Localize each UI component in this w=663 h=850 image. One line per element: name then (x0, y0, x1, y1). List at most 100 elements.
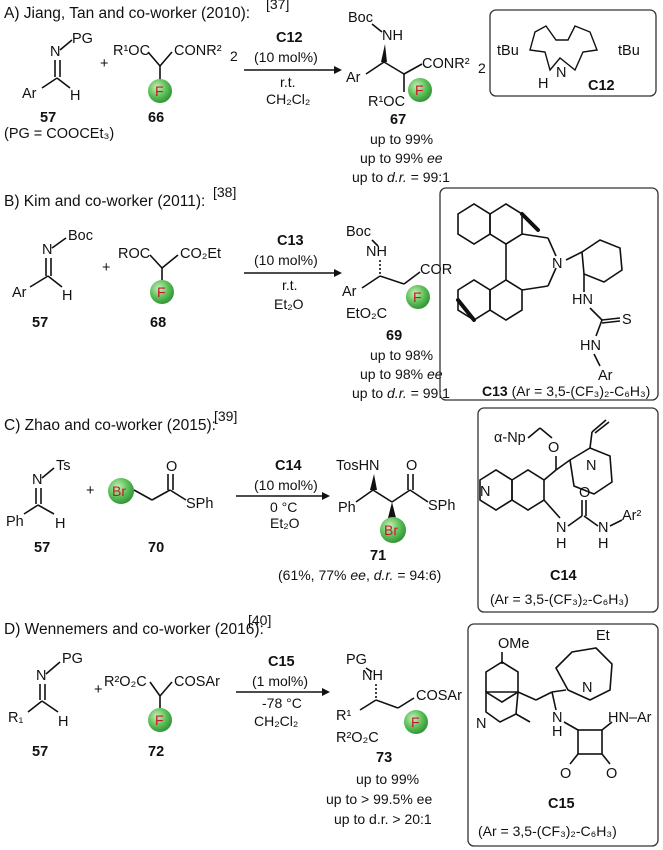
section-c: C) Zhao and co-worker (2015): [39] Ts N … (4, 407, 659, 613)
prod-sub: 2 (478, 60, 486, 76)
reagent-d-f: F (155, 712, 164, 728)
imine-b-boc: Boc (68, 228, 93, 244)
catalyst-box-c15: OMe N Et N N H HN–Ar O O C15 (Ar = 3,5-(… (467, 623, 659, 847)
arrow-c: C14 (10 mol%) 0 °C Et₂O (236, 458, 330, 531)
prod-d-f: F (411, 714, 420, 730)
prod-b-cor: COR (420, 262, 452, 278)
prod-b-boc: Boc (346, 224, 371, 240)
section-b-title: B) Kim and co-worker (2011): (4, 193, 205, 210)
plus-d: + (94, 682, 102, 698)
compound-70: 70 (148, 540, 164, 556)
c15-et: Et (596, 628, 610, 644)
yield-d-1: up to 99% (356, 771, 419, 787)
yield-d-3: up to d.r. > 20:1 (334, 811, 432, 827)
imine-57-b: Boc N Ar H 57 (12, 228, 93, 331)
prod-d-r1: R¹ (336, 708, 351, 724)
c12-tbu1: tBu (497, 43, 519, 59)
c15-n1: N (476, 716, 486, 732)
section-c-title: C) Zhao and co-worker (2015): (4, 417, 216, 434)
prod-b-eto2c: EtO₂C (346, 306, 387, 322)
compound-67: 67 (390, 112, 406, 128)
prod-c-o: O (406, 458, 417, 474)
section-d-title: D) Wennemers and co-worker (2016): (4, 621, 264, 638)
c15-o2: O (606, 766, 617, 782)
arrow-d: C15 (1 mol%) -78 °C CH₂Cl₂ (236, 654, 330, 729)
yield-c: (61%, 77% ee, d.r. = 94:6) (278, 567, 441, 583)
imine-c-n: N (32, 472, 42, 488)
c13-hn2: HN (580, 338, 601, 354)
imine-c-ph: Ph (6, 514, 24, 530)
section-a-ref: [37] (266, 0, 289, 12)
prod-b-nh: NH (366, 244, 387, 260)
compound-73: 73 (376, 750, 392, 766)
prod-d-cosar: COSAr (416, 688, 462, 704)
c15-name: C15 (548, 796, 575, 812)
section-b-ref: [38] (213, 184, 236, 200)
compound-66: 66 (148, 110, 164, 126)
compound-57-b: 57 (32, 315, 48, 331)
section-d-ref: [40] (248, 612, 271, 628)
c15-n2: N (582, 680, 592, 696)
c13-caption: C13 (Ar = 3,5-(CF₃)₂-C₆H₃) (482, 383, 650, 399)
catalyst-c12: C12 (276, 30, 303, 46)
c14-nh2-n: N (598, 520, 608, 536)
section-a-title: A) Jiang, Tan and co-worker (2010): (4, 5, 250, 22)
cond1-d: -78 °C (262, 695, 302, 711)
imine-c-ts: Ts (56, 458, 71, 474)
reagent-66: R¹OC CONR² 2 F 66 (113, 43, 238, 126)
c14-nh1-h: H (556, 536, 566, 552)
imine-h: H (70, 88, 80, 104)
yield-a-3: up to d.r. = 99:1 (352, 169, 450, 185)
cond1-a: r.t. (280, 74, 296, 90)
plus-b: + (102, 260, 110, 276)
c14-o2: O (579, 485, 590, 501)
compound-72: 72 (148, 744, 164, 760)
imine-57-c: Ts N Ph H 57 (6, 458, 71, 556)
imine-d-pg: PG (62, 651, 83, 667)
prod-d-r2o2c: R²O₂C (336, 730, 379, 746)
catalyst-c13: C13 (277, 233, 304, 249)
c14-note: (Ar = 3,5-(CF₃)₂-C₆H₃) (490, 591, 629, 607)
arrow-b: C13 (10 mol%) r.t. Et₂O (244, 233, 342, 312)
c13-ar: Ar (598, 368, 613, 384)
compound-69: 69 (386, 328, 402, 344)
cat-load-a: (10 mol%) (254, 49, 318, 65)
imine-57-d: PG N R₁ H 57 (8, 651, 83, 760)
reagent-c-o: O (166, 459, 177, 475)
c15-nh-h: H (552, 724, 562, 740)
plus-c: + (86, 483, 94, 499)
reagent-f: F (155, 83, 164, 99)
catalyst-box-c12: tBu tBu N H C12 (489, 9, 657, 97)
c12-name: C12 (588, 78, 615, 94)
compound-57-d: 57 (32, 744, 48, 760)
yield-b-1: up to 98% (370, 347, 433, 363)
c12-h: H (538, 76, 548, 92)
imine-d-h: H (58, 714, 68, 730)
catalyst-c15: C15 (268, 654, 295, 670)
reagent-sub: 2 (230, 48, 238, 64)
compound-68: 68 (150, 315, 166, 331)
arrow-a: C12 (10 mol%) r.t. CH₂Cl₂ (244, 30, 342, 107)
prod-c-br: Br (384, 522, 398, 538)
section-d: D) Wennemers and co-worker (2016): [40] … (4, 612, 659, 847)
section-a: A) Jiang, Tan and co-worker (2010): [37]… (4, 0, 657, 185)
c14-nh2-h: H (598, 536, 608, 552)
imine-b-ar: Ar (12, 285, 27, 301)
c15-nh-n: N (552, 710, 562, 726)
c15-o1: O (560, 766, 571, 782)
reagent-72: R²O₂C COSAr F 72 (104, 674, 220, 760)
product-71: TosHN Ph O SPh Br 71 (61%, 77% ee, d.r. … (278, 458, 455, 583)
reagent-68: ROC CO₂Et F 68 (118, 246, 221, 331)
reagent-c-sph: SPh (186, 496, 213, 512)
prod-b-f: F (413, 289, 422, 305)
cat-load-b: (10 mol%) (254, 252, 318, 268)
reagent-c-br: Br (112, 483, 126, 499)
prod-b-ar: Ar (342, 284, 357, 300)
cat-load-c: (10 mol%) (254, 477, 318, 493)
catalyst-c14: C14 (275, 458, 302, 474)
cond1-b: r.t. (282, 277, 298, 293)
imine-b-h: H (62, 288, 72, 304)
prod-ar: Ar (346, 70, 361, 86)
c13-s: S (622, 312, 632, 328)
